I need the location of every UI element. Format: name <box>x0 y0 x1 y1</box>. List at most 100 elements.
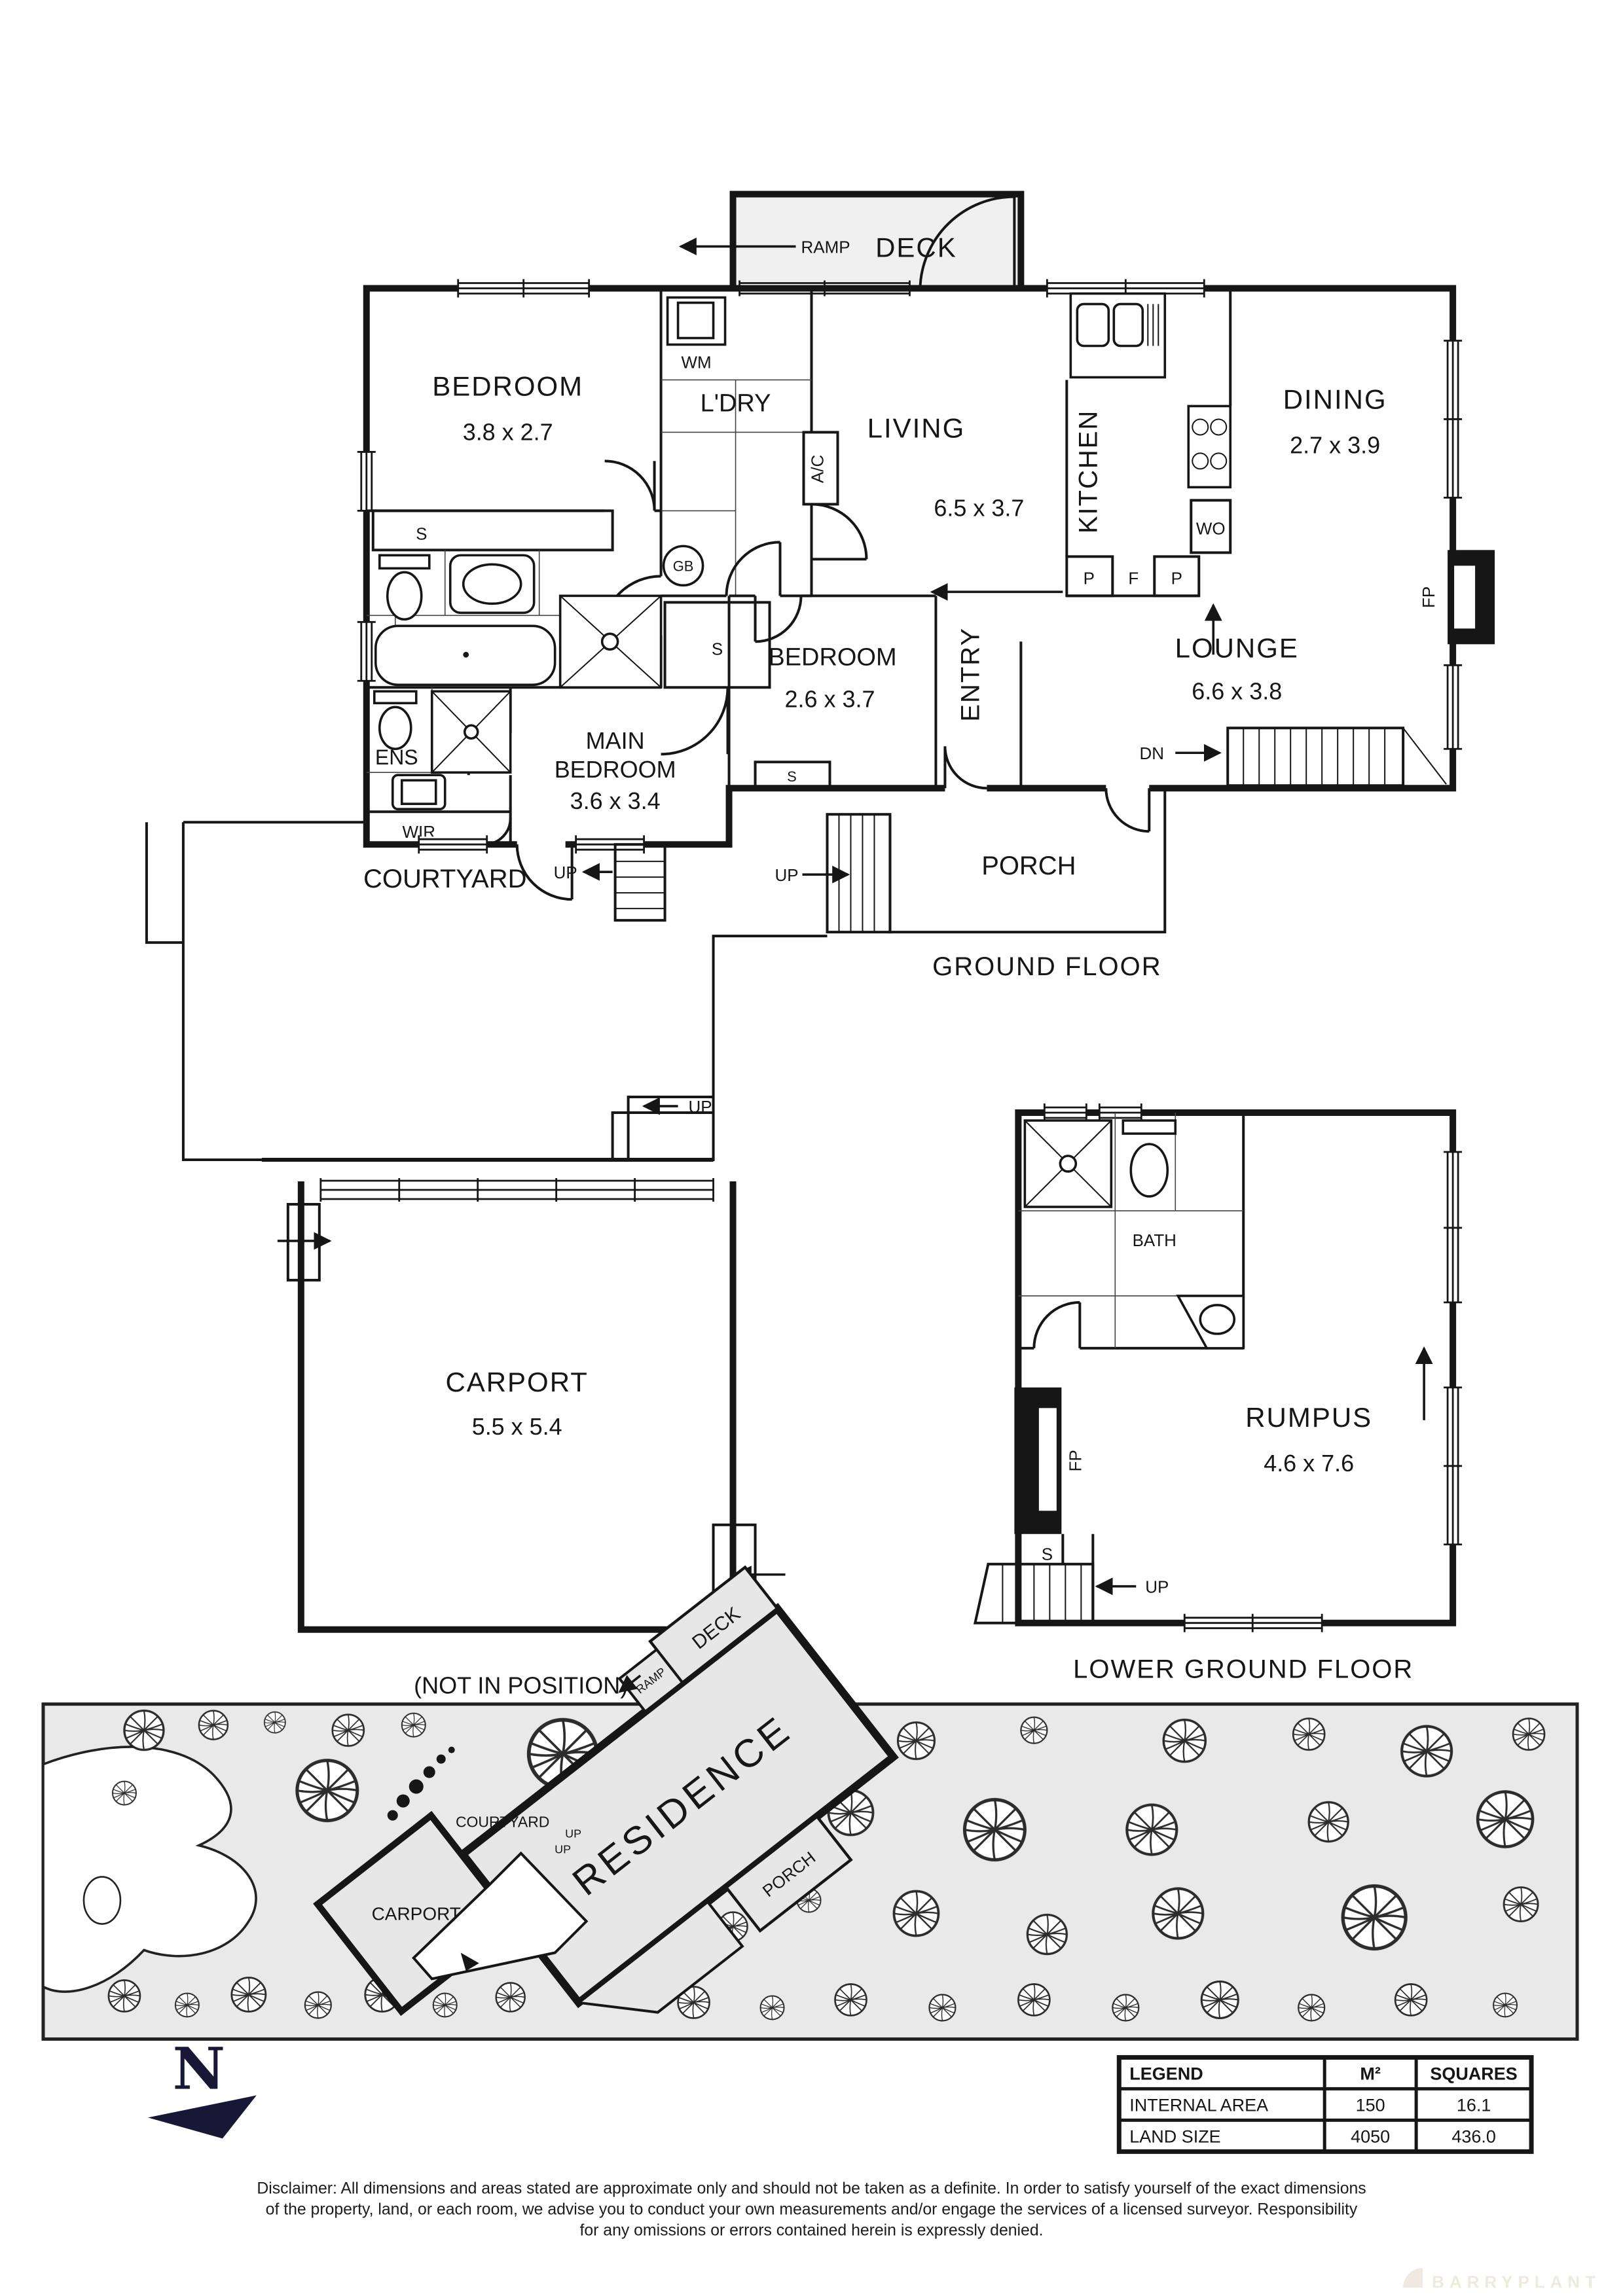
stairs-icon <box>826 813 892 934</box>
tree-icon <box>1017 1983 1051 2017</box>
tree-icon <box>1343 1886 1406 1949</box>
main-bedroom-label2: BEDROOM <box>555 756 676 783</box>
bedroom1-label: BEDROOM <box>432 370 583 401</box>
tree-icon <box>304 1991 332 2019</box>
storage-label: S <box>712 639 723 658</box>
ground-floor-plan: RAMP DECK <box>145 190 1495 1162</box>
sink-icon <box>1069 292 1167 379</box>
door-icon <box>811 503 868 561</box>
tree-icon <box>111 1780 137 1806</box>
tree-icon <box>123 1710 165 1751</box>
door-icon <box>484 818 512 846</box>
legend-row-m2: 4050 <box>1351 2126 1390 2146</box>
tree-icon <box>896 1721 936 1761</box>
storage-label: S <box>1042 1545 1053 1564</box>
walkway <box>411 1851 589 1981</box>
site-courtyard-area <box>575 1900 744 2014</box>
site-ramp-arrow-icon <box>618 1674 642 1693</box>
tree-icon <box>263 1711 286 1734</box>
window-icon <box>1444 1151 1463 1304</box>
door-icon <box>754 596 803 643</box>
carport-dims: 5.5 x 5.4 <box>472 1413 562 1440</box>
tree-icon <box>1153 1889 1203 1939</box>
bath-label: BATH <box>1133 1230 1176 1250</box>
ens-label: ENS <box>375 745 418 769</box>
legend-header-squares: SQUARES <box>1430 2064 1517 2083</box>
main-bedroom-dims: 3.6 x 3.4 <box>570 787 661 814</box>
tree-icon <box>1394 1983 1428 2017</box>
tree-icon <box>198 1710 229 1740</box>
entry-label: ENTRY <box>956 627 985 722</box>
deck-label: DECK <box>875 232 957 263</box>
courtyard-label: COURTYARD <box>363 865 526 893</box>
tree-icon <box>1200 1980 1239 2020</box>
lower-bathroom: BATH <box>1018 1113 1245 1350</box>
tree-icon <box>928 1994 957 2022</box>
legend-header-m2: M² <box>1360 2064 1380 2083</box>
stairs-icon <box>973 1562 1095 1624</box>
main-bedroom-label1: MAIN <box>586 727 645 754</box>
courtyard: COURTYARD UP UP <box>145 821 828 1162</box>
beam-icon <box>318 1176 716 1203</box>
tree-icon <box>1162 1718 1207 1763</box>
up-label: UP <box>1145 1577 1169 1597</box>
disclaimer-line3: for any omissions or errors contained he… <box>580 2221 1044 2239</box>
stairs-icon <box>1226 726 1447 787</box>
lounge-label: LOUNGE <box>1175 632 1299 663</box>
tree-icon <box>230 1977 267 2013</box>
ac-label: A/C <box>807 455 827 483</box>
disclaimer-line2: of the property, land, or each room, we … <box>266 2200 1358 2218</box>
shower-icon <box>1023 1119 1113 1208</box>
wo-label: WO <box>1196 518 1226 538</box>
tree-icon <box>1503 1886 1539 1922</box>
tree-icon <box>892 1890 940 1937</box>
ramp-label: RAMP <box>801 238 850 257</box>
tree-icon <box>82 1876 122 1925</box>
window-icon <box>457 279 591 298</box>
storage-label: S <box>416 524 427 543</box>
door-icon <box>604 459 656 511</box>
gb-label: GB <box>673 558 694 574</box>
tree-icon <box>401 1712 426 1738</box>
bedroom2-label: BEDROOM <box>768 643 896 671</box>
window-icon <box>1444 1386 1463 1546</box>
watermark-text: BARRYPLANT <box>1432 2272 1601 2291</box>
fireplace-icon: FP <box>1419 550 1495 645</box>
tree-icon <box>1478 1792 1533 1847</box>
legend-row-squares: 16.1 <box>1457 2095 1491 2115</box>
tree-icon <box>1026 1913 1068 1956</box>
site-up-label: UP <box>555 1843 571 1856</box>
basin-icon <box>1176 1295 1245 1350</box>
lower-stairs: S UP <box>973 1534 1169 1624</box>
window-icon <box>1444 664 1463 750</box>
dn-label: DN <box>1140 744 1165 763</box>
site-plan: RESIDENCE DECK RAMP PORCH CARPORT COURTY… <box>41 1565 1579 2041</box>
laundry-label: L'DRY <box>701 389 771 417</box>
lounge-dims: 6.6 x 3.8 <box>1192 677 1282 704</box>
dining-label: DINING <box>1283 384 1387 414</box>
toilet-icon <box>373 690 418 751</box>
porch: PORCH UP <box>775 781 1167 934</box>
legend-row-squares: 436.0 <box>1451 2126 1496 2146</box>
ground-floor-label: GROUND FLOOR <box>932 952 1161 981</box>
main-bedroom: MAIN BEDROOM 3.6 x 3.4 <box>418 687 729 901</box>
north-label: N <box>173 2034 225 2102</box>
site-carport-label: CARPORT <box>372 1904 461 1924</box>
lounge: LOUNGE 6.6 x 3.8 DN <box>1140 632 1447 787</box>
living-label: LIVING <box>867 412 966 443</box>
wall-oven: WO <box>1190 499 1232 554</box>
laundry: WM L'DRY GB <box>661 288 868 598</box>
fridge-label: F <box>1128 568 1139 588</box>
tree-icon <box>1298 1994 1326 2022</box>
lower-ground-floor-label: LOWER GROUND FLOOR <box>1073 1655 1413 1684</box>
bedroom1-dims: 3.8 x 2.7 <box>463 418 553 445</box>
site-up-label: UP <box>565 1827 581 1840</box>
driveway <box>42 1746 257 1993</box>
legend-row-m2: 150 <box>1356 2095 1385 2115</box>
tree-icon <box>1292 1717 1326 1751</box>
site-ramp <box>617 1647 685 1713</box>
up-label: UP <box>689 1097 712 1117</box>
door-icon <box>919 195 1016 289</box>
disclaimer-line1: Disclaimer: All dimensions and areas sta… <box>257 2179 1366 2197</box>
